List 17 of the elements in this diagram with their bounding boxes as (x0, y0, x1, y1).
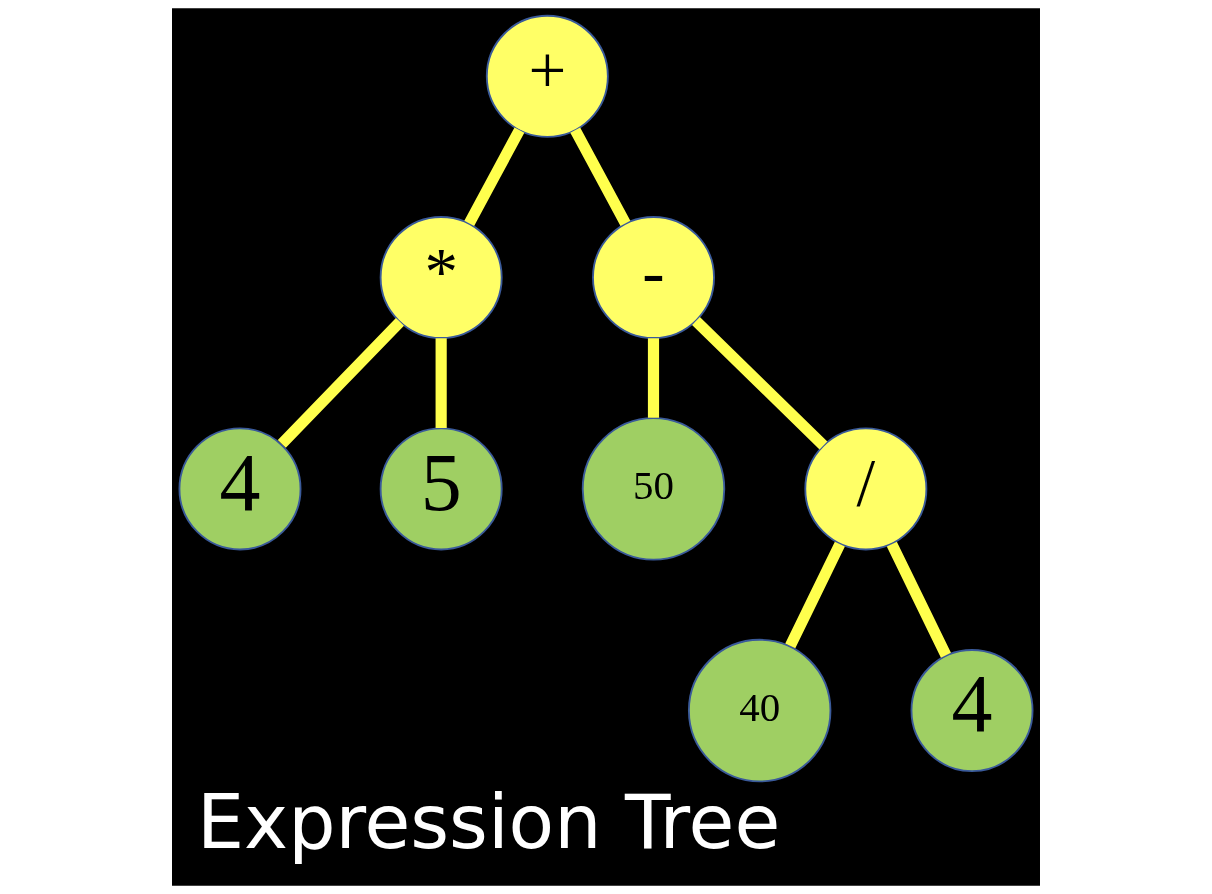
connector (464, 127, 525, 227)
node-circle: 4 (178, 427, 302, 551)
connector (277, 318, 404, 448)
connector (692, 316, 828, 450)
connector (435, 338, 447, 428)
node-circle: 4 (910, 649, 1034, 773)
node-circle: - (592, 216, 715, 339)
node-circle: / (804, 427, 928, 551)
connector (785, 541, 845, 649)
node-circle: 40 (687, 638, 832, 783)
connector (647, 338, 660, 418)
node-circle: + (485, 14, 609, 138)
node-circle: 50 (581, 417, 726, 561)
connector (570, 127, 631, 227)
node-circle: * (379, 216, 503, 339)
connector (886, 541, 951, 658)
node-circle: 5 (379, 427, 503, 551)
